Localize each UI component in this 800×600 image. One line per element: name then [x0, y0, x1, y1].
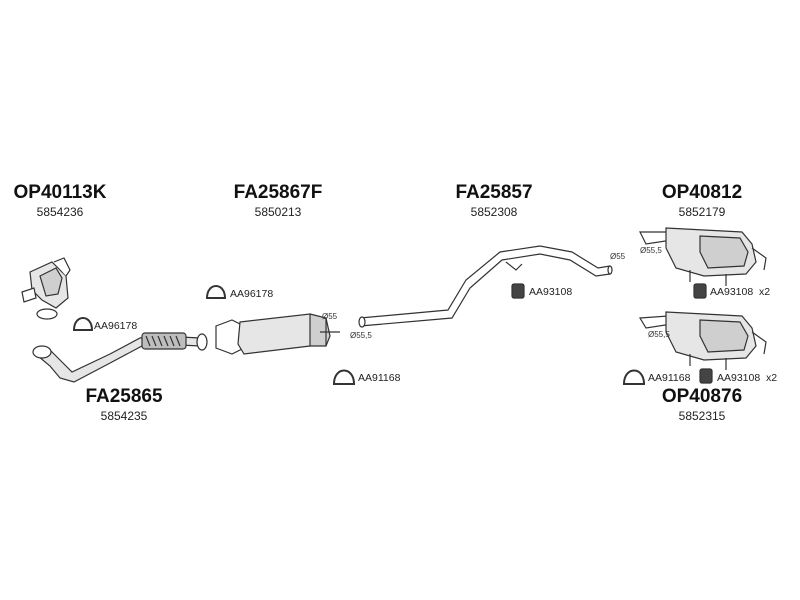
accessory-label: AA93108: [529, 286, 573, 298]
part-code: FA25857: [455, 182, 533, 203]
diameter-label: Ø55: [322, 312, 338, 321]
part-number: 5854236: [36, 205, 84, 219]
intermediate-pipe-part: [358, 245, 613, 328]
accessory-label: AA93108: [717, 372, 761, 384]
accessory-label: AA93108: [710, 286, 754, 298]
part-number: 5852179: [678, 205, 726, 219]
quantity-label: x2: [759, 286, 771, 298]
diameter-label: Ø55,5: [648, 330, 670, 339]
part-code: OP40876: [661, 386, 743, 407]
middle-silencer-part: [215, 313, 340, 355]
accessory-label: AA91168: [358, 372, 401, 384]
part-code: OP40113K: [13, 182, 107, 203]
front-pipe-part: [32, 332, 208, 383]
accessory-label: AA91168: [648, 372, 691, 384]
part-number: 5852315: [678, 409, 726, 423]
diameter-label: Ø55: [610, 252, 626, 261]
clamp-icon: [622, 369, 646, 385]
accessory-label: AA96178: [94, 320, 138, 332]
clamp-icon: [205, 285, 227, 299]
diameter-label: Ø55,5: [350, 331, 372, 340]
part-number: 5850213: [254, 205, 302, 219]
rear-silencer-part: [639, 227, 767, 286]
part-code: FA25867F: [233, 182, 323, 203]
quantity-label: x2: [766, 372, 778, 384]
rubber-mount-icon: [693, 283, 707, 299]
rear-silencer-alt-part: [638, 311, 767, 370]
rubber-mount-icon: [511, 283, 525, 299]
part-code: FA25865: [85, 386, 163, 407]
clamp-icon: [72, 317, 94, 331]
part-number: 5854235: [100, 409, 148, 423]
catalytic-converter-part: [21, 257, 71, 320]
diameter-label: Ø55,5: [640, 246, 662, 255]
rubber-mount-icon: [699, 368, 713, 384]
part-number: 5852308: [470, 205, 518, 219]
clamp-icon: [332, 369, 356, 385]
accessory-label: AA96178: [230, 288, 274, 300]
part-code: OP40812: [661, 182, 743, 203]
